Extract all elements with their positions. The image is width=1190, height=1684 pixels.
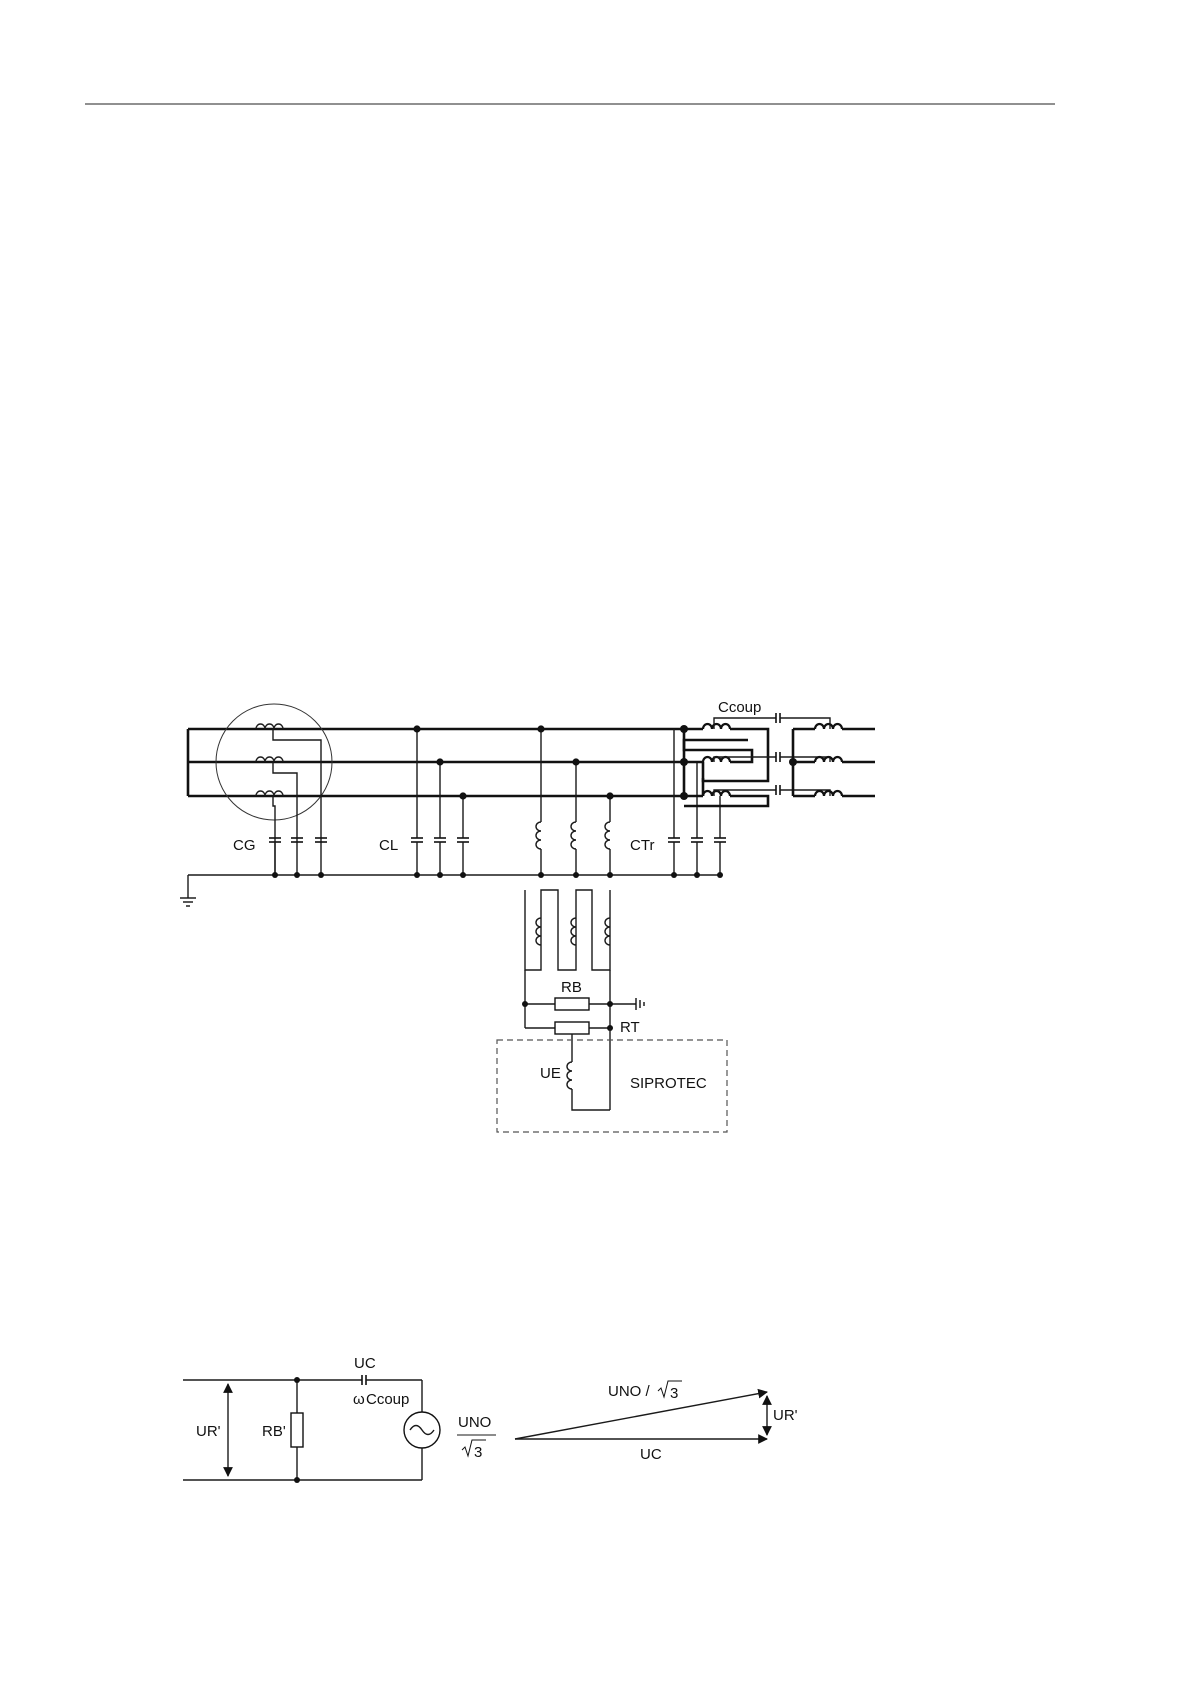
label-ctr: CTr (630, 837, 654, 854)
label-rb-prime: RB' (262, 1423, 286, 1440)
transformer-secondary (789, 724, 875, 796)
generator-coil-icon (256, 724, 283, 796)
label-rt: RT (620, 1019, 640, 1036)
label-ue: UE (540, 1065, 561, 1082)
label-phasor-sqrt3: 3 (670, 1385, 678, 1402)
label-omega: ω (353, 1391, 365, 1408)
label-phasor-ur-prime: UR' (773, 1407, 798, 1424)
primary-coil-icon (536, 822, 610, 849)
label-uno: UNO (458, 1414, 491, 1431)
earthing-transformer-primary (536, 725, 614, 875)
label-ccoup-2: Ccoup (366, 1391, 409, 1408)
generator-capacitors (269, 838, 327, 875)
rb-prime-resistor (291, 1413, 303, 1447)
label-uno-over-sqrt3: UNO / (608, 1383, 651, 1400)
line-capacitors (411, 725, 469, 875)
ground-icon (636, 998, 644, 1010)
phase-buses (188, 729, 684, 796)
label-uc: UC (354, 1355, 376, 1372)
earth-line (180, 872, 723, 906)
network-circuit-diagram: CG CL CTr Ccoup RB RT UE SIPROTEC (180, 699, 875, 1132)
equivalent-circuit-diagram: UR' RB' UC ω Ccoup UNO 3 (183, 1355, 496, 1483)
phasor-diagram: UNO / 3 UC UR' (515, 1381, 798, 1463)
rt-resistor (555, 1022, 589, 1034)
ground-icon (180, 898, 196, 906)
label-cg: CG (233, 837, 256, 854)
ue-coil-icon (567, 1062, 572, 1089)
broken-delta-winding (525, 890, 610, 1028)
label-sqrt3: 3 (474, 1444, 482, 1461)
power-transformer (680, 713, 830, 806)
transformer-secondary-coil-icon (815, 724, 842, 796)
label-rb: RB (561, 979, 582, 996)
transformer-primary-coil-icon (703, 724, 730, 796)
rb-resistor (555, 998, 589, 1010)
label-phasor-uc: UC (640, 1446, 662, 1463)
label-cl: CL (379, 837, 398, 854)
label-ccoup: Ccoup (718, 699, 761, 716)
label-ur-prime: UR' (196, 1423, 221, 1440)
label-siprotec: SIPROTEC (630, 1075, 707, 1092)
secondary-coil-icon (536, 918, 610, 945)
load-resistors (522, 998, 644, 1110)
